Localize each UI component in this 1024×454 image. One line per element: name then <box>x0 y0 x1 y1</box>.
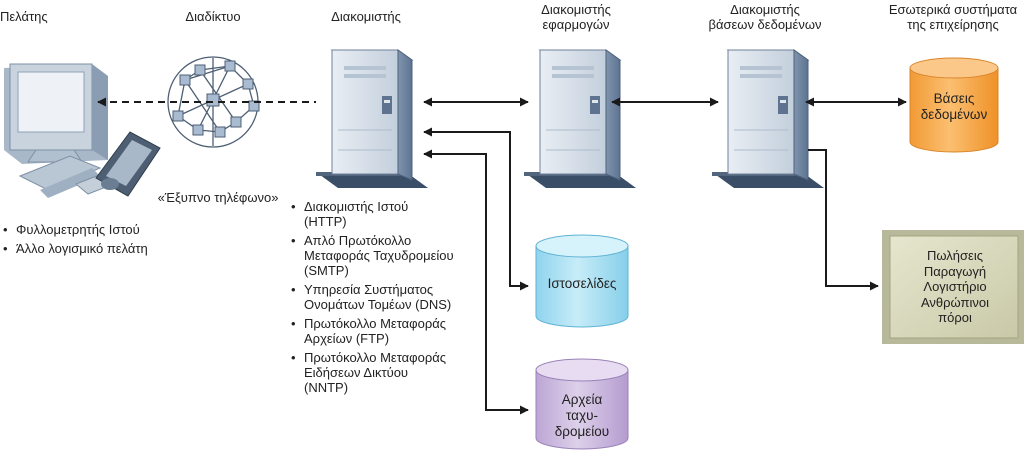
business-system-item: Πωλήσεις <box>927 248 983 264</box>
server-bullet-line: Μεταφοράς Ταχυδρομείου <box>304 248 454 263</box>
server-icon <box>315 49 429 189</box>
header-db-server-line1: Διακομιστής <box>730 2 800 17</box>
db-business-link <box>808 149 879 291</box>
server-bullet-line: Διακομιστής Ιστού <box>304 199 409 214</box>
business-system-item: Ανθρώπινοι <box>920 294 989 310</box>
client-bullet: Άλλο λογισμικό πελάτη <box>2 241 148 256</box>
header-app-server-line1: Διακομιστής <box>541 2 611 17</box>
databases-cylinder <box>909 57 999 153</box>
webpages-label: Ιστοσελίδες <box>536 276 628 292</box>
header-server: Διακομιστής <box>331 9 401 24</box>
client-software-list: Φυλλομετρητής Ιστού Άλλο λογισμικό πελάτ… <box>2 222 148 256</box>
server-bullet-line: Απλό Πρωτόκολλο <box>304 233 412 248</box>
server-bullet-line: Πρωτόκολλο Μεταφοράς <box>304 350 447 365</box>
server-bullet-nntp: Πρωτόκολλο Μεταφοράς Ειδήσεων Δικτύου (N… <box>290 350 454 395</box>
server-bullet-ftp: Πρωτόκολλο Μεταφοράς Αρχείων (FTP) <box>290 316 454 346</box>
header-app-server: Διακομιστής εφαρμογών <box>516 2 636 32</box>
header-internet: Διαδίκτυο <box>185 9 241 24</box>
server-bullet-line: (HTTP) <box>304 214 347 229</box>
connectors <box>97 97 907 415</box>
mail-label: Αρχεία ταχυ- δρομείου <box>536 392 628 440</box>
mail-label-line: ταχυ- <box>566 408 598 423</box>
server-bullet-dns: Υπηρεσία Συστήματος Ονομάτων Τομέων (DNS… <box>290 282 454 312</box>
databases-label: Βάσεις δεδομένων <box>910 91 998 123</box>
header-internal-line2: της επιχείρησης <box>907 17 999 32</box>
webpages-cylinder <box>535 234 629 328</box>
server-bullet-line: Ονομάτων Τομέων (DNS) <box>304 297 452 312</box>
business-systems-text: Πωλήσεις Παραγωγή Λογιστήριο Ανθρώπινοι … <box>892 238 1018 336</box>
header-db-server: Διακομιστής βάσεων δεδομένων <box>690 2 840 32</box>
mail-label-line: δρομείου <box>554 424 610 439</box>
client-computer-icon <box>4 63 125 198</box>
server-bullet-line: Αρχείων (FTP) <box>304 331 390 346</box>
server-mail-link <box>423 149 529 415</box>
server-bullet-line: Πρωτόκολλο Μεταφοράς <box>304 316 447 331</box>
header-internal-systems: Εσωτερικά συστήματα της επιχείρησης <box>882 2 1024 32</box>
db-server-icon <box>711 49 825 189</box>
server-bullet-line: (SMTP) <box>304 263 349 278</box>
app-server-icon <box>523 49 637 189</box>
header-db-server-line2: βάσεων δεδομένων <box>708 17 822 32</box>
header-internal-line1: Εσωτερικά συστήματα <box>888 2 1018 17</box>
server-bullet-smtp: Απλό Πρωτόκολλο Μεταφοράς Ταχυδρομείου (… <box>290 233 454 278</box>
business-system-item: Παραγωγή <box>923 263 987 279</box>
mail-label-line: Αρχεία <box>561 392 603 407</box>
databases-label-line: δεδομένων <box>920 107 988 122</box>
webpages-label-line: Ιστοσελίδες <box>547 276 617 291</box>
business-system-item: πόροι <box>938 310 972 326</box>
header-client: Πελάτης <box>0 9 48 24</box>
server-bullet-line: Υπηρεσία Συστήματος <box>304 282 434 297</box>
smartphone-icon <box>95 131 161 197</box>
smartphone-label: «Έξυπνο τηλέφωνο» <box>157 190 279 205</box>
header-app-server-line2: εφαρμογών <box>542 17 610 32</box>
client-bullet: Φυλλομετρητής Ιστού <box>2 222 148 237</box>
server-services-list: Διακομιστής Ιστού (HTTP) Απλό Πρωτόκολλο… <box>290 199 454 395</box>
server-bullet-http: Διακομιστής Ιστού (HTTP) <box>290 199 454 229</box>
business-systems-box <box>882 230 1024 344</box>
databases-label-line: Βάσεις <box>933 91 975 106</box>
mail-cylinder <box>535 358 629 450</box>
server-bullet-line: (NNTP) <box>304 380 349 395</box>
business-system-item: Λογιστήριο <box>923 279 987 295</box>
server-bullet-line: Ειδήσεων Δικτύου <box>304 365 409 380</box>
